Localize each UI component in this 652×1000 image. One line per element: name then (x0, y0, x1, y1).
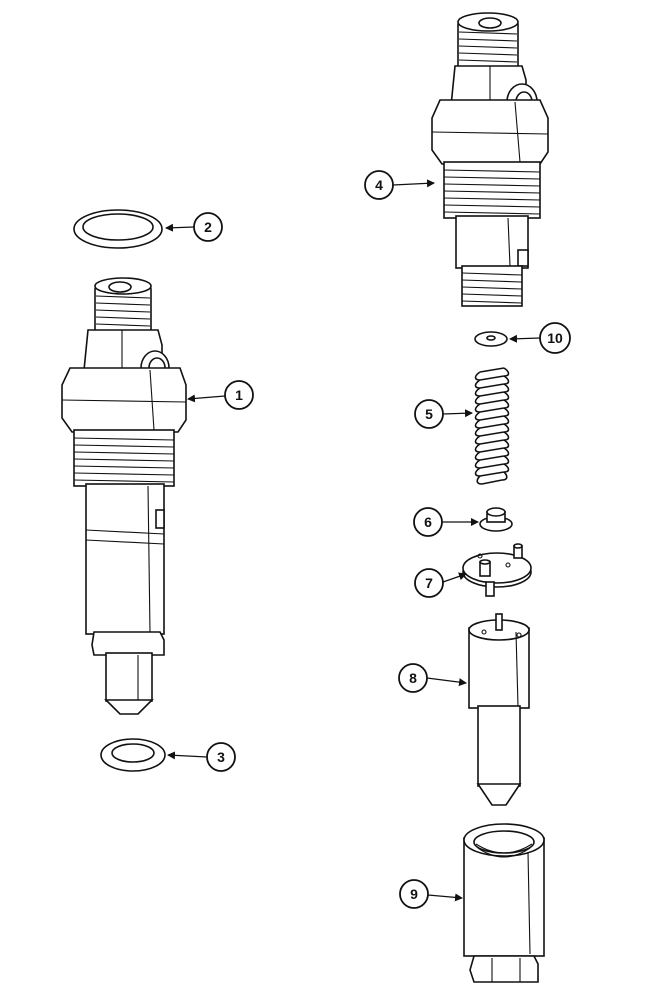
callout-10: 10 (509, 322, 571, 354)
callout-5: 5 (414, 399, 473, 429)
injector-assembly (61, 277, 187, 715)
shim (474, 331, 508, 347)
callout-9: 9 (399, 879, 463, 909)
sealing-ring-top (73, 209, 163, 249)
intermediate-plate (462, 543, 532, 597)
injector-nozzle (468, 613, 530, 806)
spring-seat (479, 507, 513, 532)
callout-7: 7 (414, 568, 467, 598)
callout-7-label: 7 (425, 575, 433, 591)
callout-6: 6 (413, 507, 479, 537)
sealing-washer-bottom (100, 738, 166, 772)
callout-4-label: 4 (375, 177, 383, 193)
pressure-spring (474, 367, 510, 485)
callout-2: 2 (165, 212, 223, 242)
nozzle-holder-body (431, 12, 549, 307)
callout-10-label: 10 (547, 330, 563, 346)
callout-9-label: 9 (410, 886, 418, 902)
callout-4: 4 (364, 170, 435, 200)
callout-2-label: 2 (204, 219, 212, 235)
callout-8: 8 (398, 663, 467, 693)
nozzle-retaining-nut (463, 823, 545, 983)
callout-8-label: 8 (409, 670, 417, 686)
callout-3: 3 (167, 742, 236, 772)
callout-6-label: 6 (424, 514, 432, 530)
callout-1-label: 1 (235, 387, 243, 403)
callout-5-label: 5 (425, 406, 433, 422)
callout-3-label: 3 (217, 749, 225, 765)
callout-1: 1 (187, 380, 254, 410)
